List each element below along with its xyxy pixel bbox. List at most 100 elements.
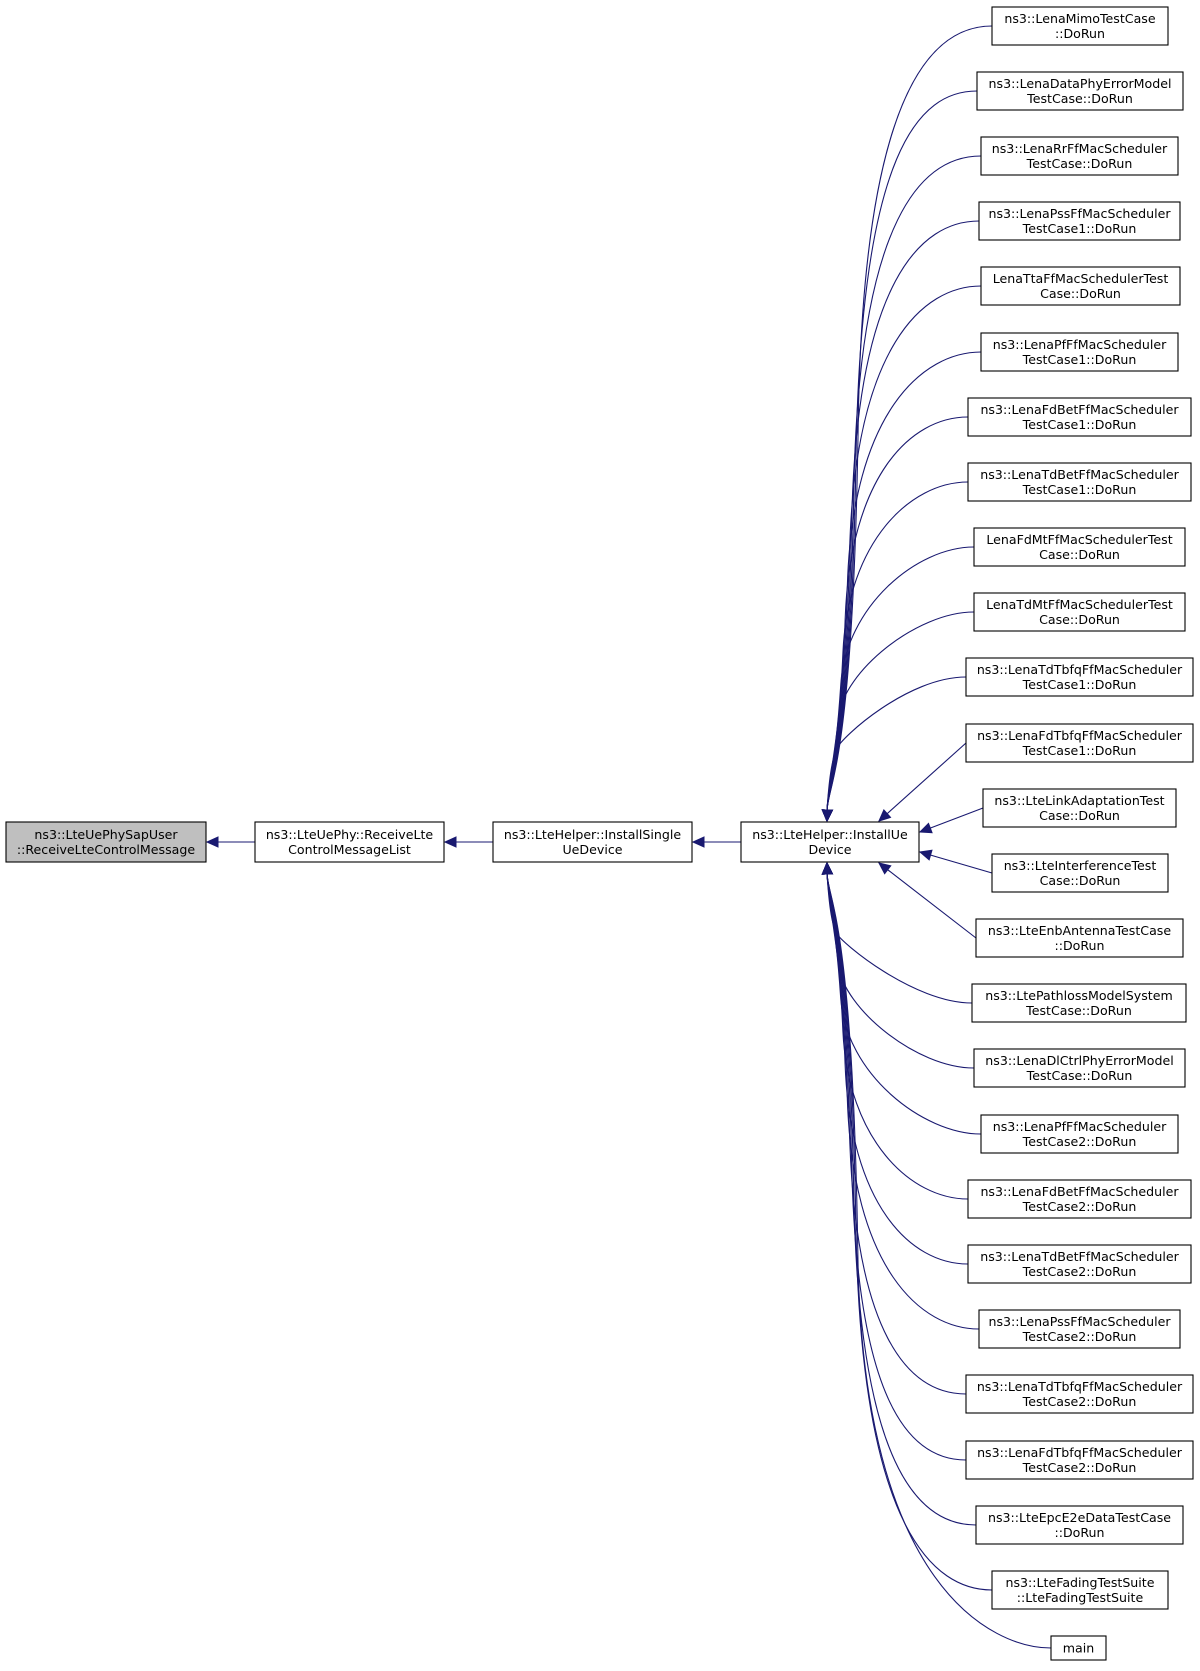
node-box: [982, 788, 1177, 828]
node-label: ns3::LenaFdTbfqFfMacScheduler: [977, 728, 1183, 743]
node-label: Case::DoRun: [1039, 808, 1120, 823]
call-edge: [821, 861, 980, 1330]
node-box: [740, 821, 920, 863]
node-label: ns3::LenaDlCtrlPhyErrorModel: [985, 1053, 1173, 1068]
node-box: [965, 723, 1194, 763]
graph-node-receive-lte-control-message[interactable]: ns3::LteUePhySapUser::ReceiveLteControlM…: [5, 821, 207, 863]
arrow-head-icon: [878, 809, 892, 822]
node-box: [991, 1570, 1169, 1610]
node-label: ns3::LenaDataPhyErrorModel: [989, 76, 1172, 91]
node-box: [967, 397, 1192, 437]
node-label: LenaTdMtFfMacSchedulerTest: [986, 597, 1173, 612]
node-box: [1050, 1635, 1107, 1661]
node-label: LenaFdMtFfMacSchedulerTest: [986, 532, 1172, 547]
edge-line: [826, 873, 1052, 1649]
node-box: [5, 821, 207, 863]
graph-node-caller-26[interactable]: main: [1050, 1635, 1107, 1661]
node-box: [980, 1114, 1179, 1154]
arrow-head-icon: [918, 849, 933, 861]
node-label: ns3::LenaPssFfMacScheduler: [988, 206, 1171, 221]
graph-node-caller-23[interactable]: ns3::LenaFdTbfqFfMacSchedulerTestCase2::…: [965, 1440, 1194, 1480]
call-edge: [821, 90, 978, 823]
edge-line: [826, 873, 973, 1004]
node-label: ns3::LteInterferenceTest: [1004, 858, 1157, 873]
arrow-head-icon: [878, 862, 892, 875]
node-label: ns3::LteHelper::InstallUe: [752, 827, 908, 842]
edge-line: [878, 862, 977, 939]
call-edge: [443, 836, 493, 848]
node-label: ns3::LenaFdBetFfMacScheduler: [980, 1184, 1179, 1199]
graph-node-caller-18[interactable]: ns3::LenaPfFfMacSchedulerTestCase2::DoRu…: [980, 1114, 1179, 1154]
node-label: ns3::LenaPfFfMacScheduler: [993, 1119, 1167, 1134]
call-edge: [821, 25, 993, 823]
node-label: TestCase::DoRun: [1025, 1003, 1132, 1018]
edge-line: [919, 851, 993, 874]
node-box: [980, 332, 1179, 372]
arrow-head-icon: [821, 861, 834, 875]
graph-node-caller-25[interactable]: ns3::LteFadingTestSuite::LteFadingTestSu…: [991, 1570, 1169, 1610]
graph-node-caller-1[interactable]: ns3::LenaMimoTestCase::DoRun: [991, 6, 1169, 46]
graph-node-caller-15[interactable]: ns3::LteEnbAntennaTestCase::DoRun: [975, 918, 1184, 958]
arrow-head-icon: [443, 836, 457, 848]
node-box: [967, 1244, 1192, 1284]
node-label: Device: [808, 842, 851, 857]
graph-node-caller-8[interactable]: ns3::LenaTdBetFfMacSchedulerTestCase1::D…: [967, 462, 1192, 502]
graph-node-caller-6[interactable]: ns3::LenaPfFfMacSchedulerTestCase1::DoRu…: [980, 332, 1179, 372]
node-box: [991, 6, 1169, 46]
node-label: ::DoRun: [1054, 938, 1104, 953]
node-label: ::LteFadingTestSuite: [1017, 1590, 1144, 1605]
node-label: ns3::LtePathlossModelSystem: [985, 988, 1173, 1003]
node-label: Case::DoRun: [1040, 286, 1121, 301]
node-label: TestCase1::DoRun: [1022, 743, 1137, 758]
graph-node-caller-20[interactable]: ns3::LenaTdBetFfMacSchedulerTestCase2::D…: [967, 1244, 1192, 1284]
graph-node-caller-2[interactable]: ns3::LenaDataPhyErrorModelTestCase::DoRu…: [976, 71, 1184, 111]
node-label: ns3::LenaFdTbfqFfMacScheduler: [977, 1445, 1183, 1460]
node-label: ::ReceiveLteControlMessage: [17, 842, 195, 857]
node-box: [965, 1440, 1194, 1480]
node-label: TestCase1::DoRun: [1022, 677, 1137, 692]
graph-node-caller-4[interactable]: ns3::LenaPssFfMacSchedulerTestCase1::DoR…: [978, 201, 1181, 241]
node-label: Case::DoRun: [1040, 873, 1121, 888]
graph-node-caller-24[interactable]: ns3::LteEpcE2eDataTestCase::DoRun: [975, 1505, 1184, 1545]
graph-node-caller-11[interactable]: ns3::LenaTdTbfqFfMacSchedulerTestCase1::…: [965, 657, 1194, 697]
node-box: [991, 853, 1169, 893]
graph-node-caller-21[interactable]: ns3::LenaPssFfMacSchedulerTestCase2::DoR…: [978, 1309, 1181, 1349]
node-box: [492, 821, 693, 863]
node-box: [965, 657, 1194, 697]
node-label: ::DoRun: [1055, 26, 1105, 41]
node-box: [967, 1179, 1192, 1219]
graph-node-caller-17[interactable]: ns3::LenaDlCtrlPhyErrorModelTestCase::Do…: [973, 1048, 1186, 1088]
graph-node-caller-16[interactable]: ns3::LtePathlossModelSystemTestCase::DoR…: [971, 983, 1187, 1023]
node-box: [254, 821, 445, 863]
node-label: ns3::LteFadingTestSuite: [1006, 1575, 1155, 1590]
edge-line: [826, 676, 967, 811]
node-label: ns3::LenaTdTbfqFfMacScheduler: [977, 662, 1183, 677]
graph-node-receive-lte-control-message-list[interactable]: ns3::LteUePhy::ReceiveLteControlMessageL…: [254, 821, 445, 863]
call-edge: [878, 742, 967, 822]
call-edge: [821, 861, 967, 1395]
graph-node-caller-19[interactable]: ns3::LenaFdBetFfMacSchedulerTestCase2::D…: [967, 1179, 1192, 1219]
node-box: [975, 918, 1184, 958]
call-edge: [821, 220, 980, 823]
edge-line: [826, 873, 993, 1591]
graph-node-caller-22[interactable]: ns3::LenaTdTbfqFfMacSchedulerTestCase2::…: [965, 1374, 1194, 1414]
graph-node-caller-7[interactable]: ns3::LenaFdBetFfMacSchedulerTestCase1::D…: [967, 397, 1192, 437]
node-box: [973, 1048, 1186, 1088]
node-box: [971, 983, 1187, 1023]
edge-line: [878, 742, 967, 822]
node-label: ns3::LenaPfFfMacScheduler: [993, 337, 1167, 352]
node-box: [965, 1374, 1194, 1414]
call-edge: [878, 862, 977, 939]
graph-node-caller-12[interactable]: ns3::LenaFdTbfqFfMacSchedulerTestCase1::…: [965, 723, 1194, 763]
node-label: TestCase2::DoRun: [1022, 1134, 1137, 1149]
edge-line: [826, 873, 967, 1395]
